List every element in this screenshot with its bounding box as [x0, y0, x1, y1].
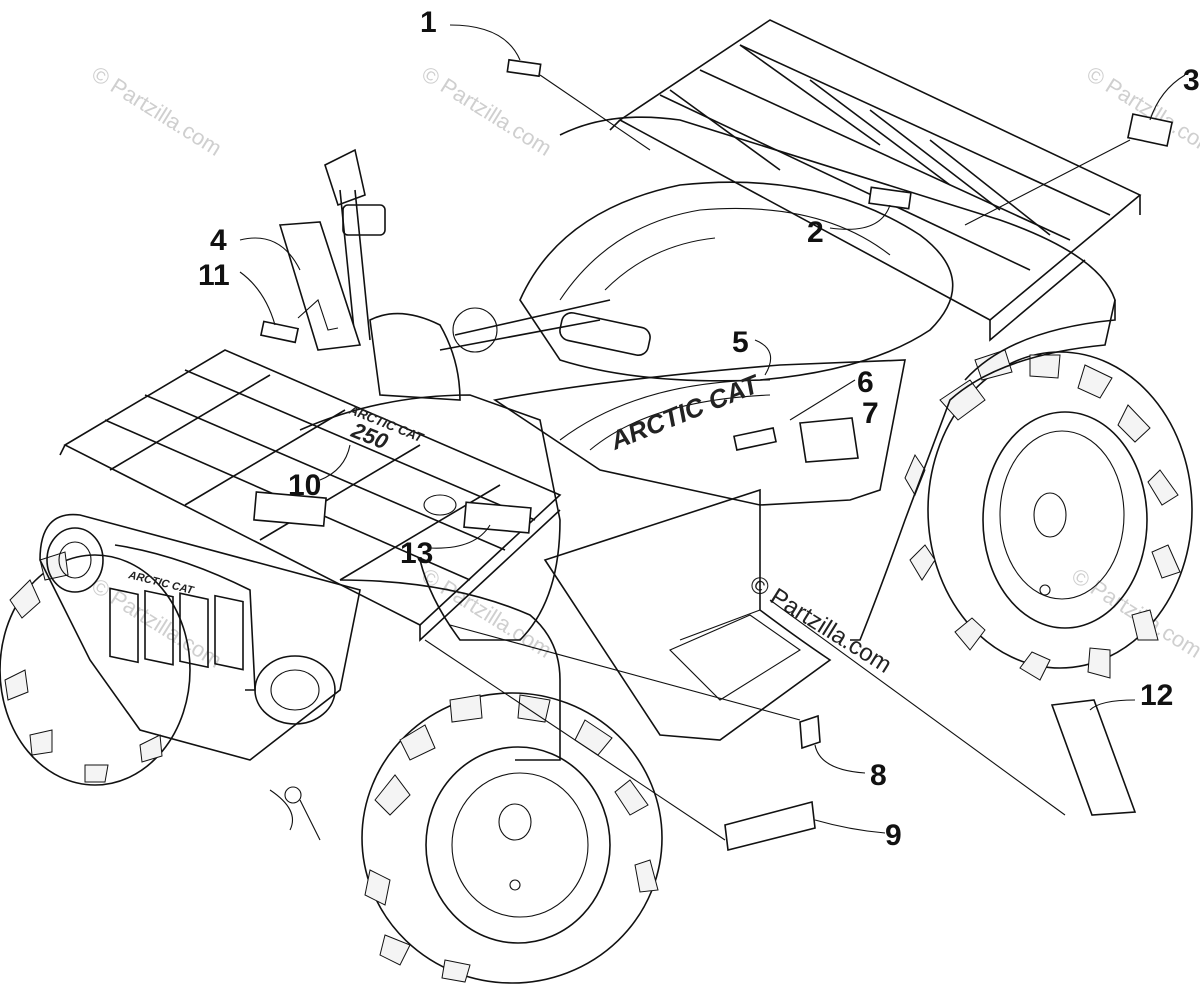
decal-3 [1126, 113, 1174, 147]
front-rack [59, 349, 562, 642]
decal-7 [799, 417, 859, 463]
callout-5: 5 [732, 326, 749, 359]
callout-9: 9 [885, 819, 902, 852]
rear-rack [609, 19, 1142, 342]
callout-4: 4 [210, 224, 227, 257]
watermark-center: © Partzilla.com [745, 570, 896, 679]
leader-lines [239, 24, 1186, 841]
callout-13: 13 [400, 537, 433, 570]
callout-6: 6 [857, 366, 874, 399]
callout-10: 10 [288, 469, 321, 502]
decal-6 [733, 427, 777, 451]
callout-labels: 1 2 3 4 5 6 7 8 9 10 11 12 13 [198, 6, 1200, 852]
decal-4 [278, 221, 362, 351]
grille-logo: ARCTIC CAT [126, 569, 196, 597]
decal-9 [724, 800, 816, 851]
callout-11: 11 [198, 259, 230, 292]
decal-12 [1050, 699, 1137, 816]
front-right-wheel [361, 692, 663, 984]
decal-8 [799, 714, 821, 750]
grille-brand-text: ARCTIC CAT [126, 569, 196, 597]
callout-3: 3 [1183, 64, 1200, 97]
callout-12: 12 [1140, 679, 1173, 712]
callout-8: 8 [870, 759, 887, 792]
atv-body [39, 116, 1116, 841]
callout-7: 7 [862, 397, 879, 430]
front-left-wheel [0, 551, 191, 786]
front-logo: ARCTIC CAT 250 [346, 401, 426, 454]
decal-1 [506, 58, 542, 78]
rear-right-wheel [904, 349, 1193, 681]
decal-11 [259, 320, 300, 344]
callout-2: 2 [807, 216, 824, 249]
decals [259, 58, 1174, 851]
callout-1: 1 [420, 6, 437, 39]
watermark-1: © Partzilla.com [87, 61, 226, 161]
